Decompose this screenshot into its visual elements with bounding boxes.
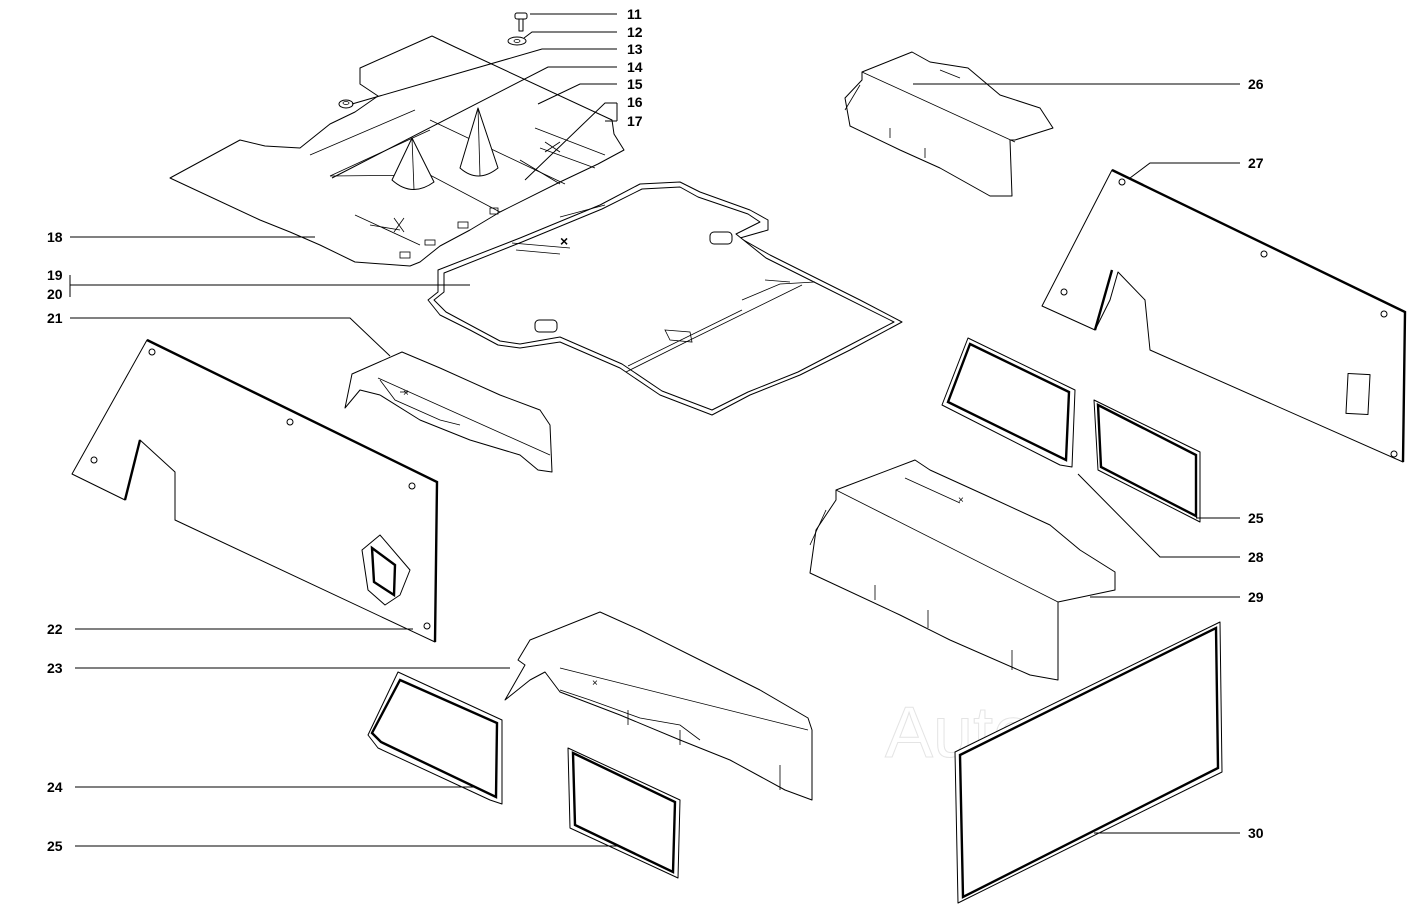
callout-13: 13 xyxy=(627,41,643,57)
insulation-block-26 xyxy=(844,51,1054,197)
callout-21: 21 xyxy=(47,310,63,326)
callout-22: 22 xyxy=(47,621,63,637)
callout-23: 23 xyxy=(47,660,63,676)
callout-24: 24 xyxy=(47,779,63,795)
callout-18: 18 xyxy=(47,229,63,245)
main-floor-mat: × xyxy=(427,181,903,416)
callout-30: 30 xyxy=(1248,825,1264,841)
callout-25-left: 25 xyxy=(47,838,63,854)
callout-12: 12 xyxy=(627,24,643,40)
cone-right xyxy=(459,107,499,177)
callout-20: 20 xyxy=(47,286,63,302)
window-30 xyxy=(954,621,1223,904)
insulation-block-21: × xyxy=(344,351,553,473)
svg-text:×: × xyxy=(592,678,598,689)
nut-13 xyxy=(338,99,354,109)
callout-11: 11 xyxy=(627,6,642,22)
leader-lines xyxy=(69,13,1240,847)
screw-11 xyxy=(514,12,528,32)
callout-27: 27 xyxy=(1248,155,1264,171)
washer-12 xyxy=(507,36,527,46)
svg-text:×: × xyxy=(403,388,409,399)
side-panel-right xyxy=(1041,168,1407,463)
callout-15: 15 xyxy=(627,76,643,92)
insulation-block-29: × xyxy=(809,459,1116,681)
callout-19: 19 xyxy=(47,267,63,283)
callout-26: 26 xyxy=(1248,76,1264,92)
window-gasket-25-left xyxy=(567,747,681,879)
window-gasket-25-right xyxy=(1093,399,1201,523)
callout-25-right: 25 xyxy=(1248,510,1264,526)
front-floor-mat xyxy=(169,35,625,267)
callout-17: 17 xyxy=(627,113,643,129)
cone-left xyxy=(391,137,435,191)
side-panel-left xyxy=(71,338,439,643)
window-gasket-24 xyxy=(367,671,503,805)
svg-text:×: × xyxy=(560,233,568,249)
window-gasket-28 xyxy=(941,337,1076,468)
insulation-block-23: × xyxy=(504,611,813,801)
svg-text:×: × xyxy=(958,495,964,506)
callout-14: 14 xyxy=(627,59,643,75)
callout-16: 16 xyxy=(627,94,643,110)
callout-29: 29 xyxy=(1248,589,1264,605)
callout-28: 28 xyxy=(1248,549,1264,565)
callout-labels: 11 12 13 14 15 16 17 18 19 20 21 22 23 2… xyxy=(47,6,1264,854)
